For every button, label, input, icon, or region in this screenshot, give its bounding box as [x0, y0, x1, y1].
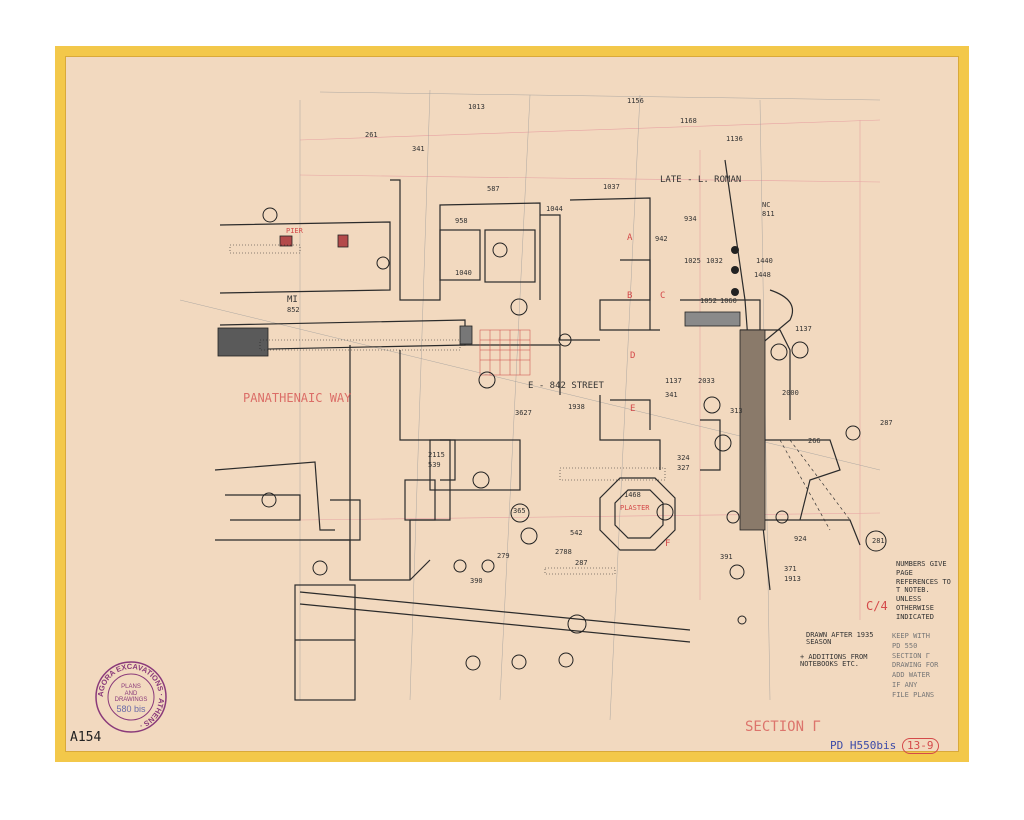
- ref-number: 390: [470, 577, 483, 585]
- ref-number: 2000: [782, 389, 799, 397]
- drawing-sheet: [55, 46, 969, 762]
- ref-number: 3627: [515, 409, 532, 417]
- agora-stamp: AGORA EXCAVATIONS · ATHENS ·: [95, 661, 167, 733]
- section-label: SECTION Γ: [745, 719, 821, 735]
- stamp-center: PLANS AND DRAWINGS 580 bis: [110, 684, 152, 715]
- ref-number: 924: [794, 535, 807, 543]
- ref-number: 1040: [455, 269, 472, 277]
- ref-number: 1044: [546, 205, 563, 213]
- faint-note-line: IF ANY: [892, 680, 918, 689]
- ref-number: 341: [665, 391, 678, 399]
- ref-number: 313: [730, 407, 743, 415]
- faint-note-line: PD 550: [892, 641, 918, 650]
- ref-number: 1137: [795, 325, 812, 333]
- ref-number: 539: [428, 461, 441, 469]
- ref-number: 1137: [665, 377, 682, 385]
- ref-number: 942: [655, 235, 668, 243]
- ref-number: 1136: [726, 135, 743, 143]
- circled-number: 13-9: [902, 738, 939, 754]
- faint-notes: KEEP WITH PD 550 SECTION Γ DRAWING FOR A…: [892, 632, 954, 701]
- ref-number: 266: [808, 437, 821, 445]
- sheet-id: A154: [70, 730, 102, 745]
- mi-label: MI: [287, 295, 298, 305]
- stamp-line: AND: [124, 690, 138, 697]
- street-label: E - 842 STREET: [528, 381, 604, 391]
- ref-number: 365: [513, 507, 526, 515]
- ref-number: 324: [677, 454, 690, 462]
- numbers-note: NUMBERS GIVE PAGE REFERENCES TO T NOTEB.…: [896, 560, 951, 621]
- ref-number: 587: [487, 185, 500, 193]
- pier-label: PIER: [286, 227, 303, 235]
- site-plan-drawing: [179, 89, 887, 721]
- area-letter: A: [627, 233, 633, 243]
- ref-number: 371: [784, 565, 797, 573]
- ref-number: 2788: [555, 548, 572, 556]
- ref-number: 1025: [684, 257, 701, 265]
- stamp-number: 580 bis: [116, 703, 146, 714]
- nc-label: NC: [762, 201, 771, 209]
- faint-note-line: SECTION Γ: [892, 651, 930, 660]
- stamp-line: PLANS: [121, 684, 141, 690]
- ref-number: 327: [677, 464, 690, 472]
- ref-number: 391: [720, 553, 733, 561]
- late-roman-label: LATE - L. ROMAN: [660, 175, 742, 185]
- nc-number: 811: [762, 210, 775, 218]
- area-letter: C: [660, 291, 666, 301]
- stamp-line: DRAWINGS: [114, 697, 148, 704]
- faint-note-line: FILE PLANS: [892, 690, 935, 699]
- ref-number: 2115: [428, 451, 445, 459]
- mi-number: 852: [287, 306, 300, 314]
- ref-number: 1052: [700, 297, 717, 305]
- ref-number: 281: [872, 537, 885, 545]
- area-letter: F: [665, 539, 671, 549]
- ref-number: 958: [455, 217, 468, 225]
- ref-number: 934: [684, 215, 697, 223]
- ref-number: 1440: [756, 257, 773, 265]
- ref-number: 2033: [698, 377, 715, 385]
- ref-number: 1037: [603, 183, 620, 191]
- drawn-after-note: DRAWN AFTER 1935 SEASON: [806, 631, 874, 647]
- ref-number: 1032: [706, 257, 723, 265]
- additions-note: + ADDITIONS FROM NOTEBOOKS ETC.: [800, 653, 868, 669]
- ref-number: 287: [575, 559, 588, 567]
- faint-note-line: DRAWING FOR: [892, 661, 939, 670]
- ref-number: 1913: [784, 575, 801, 583]
- ref-number: 1168: [680, 117, 697, 125]
- catalog-number: PD H550bis: [830, 739, 897, 752]
- ref-number: 542: [570, 529, 583, 537]
- ref-number: 1468: [624, 491, 641, 499]
- area-letter: B: [627, 291, 633, 301]
- faint-note-line: KEEP WITH: [892, 632, 930, 640]
- ref-number: 287: [880, 419, 893, 427]
- plaster-label: PLASTER: [620, 504, 650, 512]
- ref-number: 279: [497, 552, 510, 560]
- ref-number: 1938: [568, 403, 585, 411]
- area-letter: D: [630, 351, 636, 361]
- ref-number: 1156: [627, 97, 644, 105]
- panathenaic-way-label: PANATHENAIC WAY: [243, 391, 352, 405]
- ref-number: 1448: [754, 271, 771, 279]
- ref-number: 341: [412, 145, 425, 153]
- area-letter: E: [630, 404, 636, 414]
- ref-number: 261: [365, 131, 378, 139]
- grid-reference: C/4: [866, 599, 888, 613]
- faint-note-line: ADD WATER: [892, 671, 930, 680]
- ref-number: 1060: [720, 297, 737, 305]
- ref-number: 1013: [468, 103, 485, 111]
